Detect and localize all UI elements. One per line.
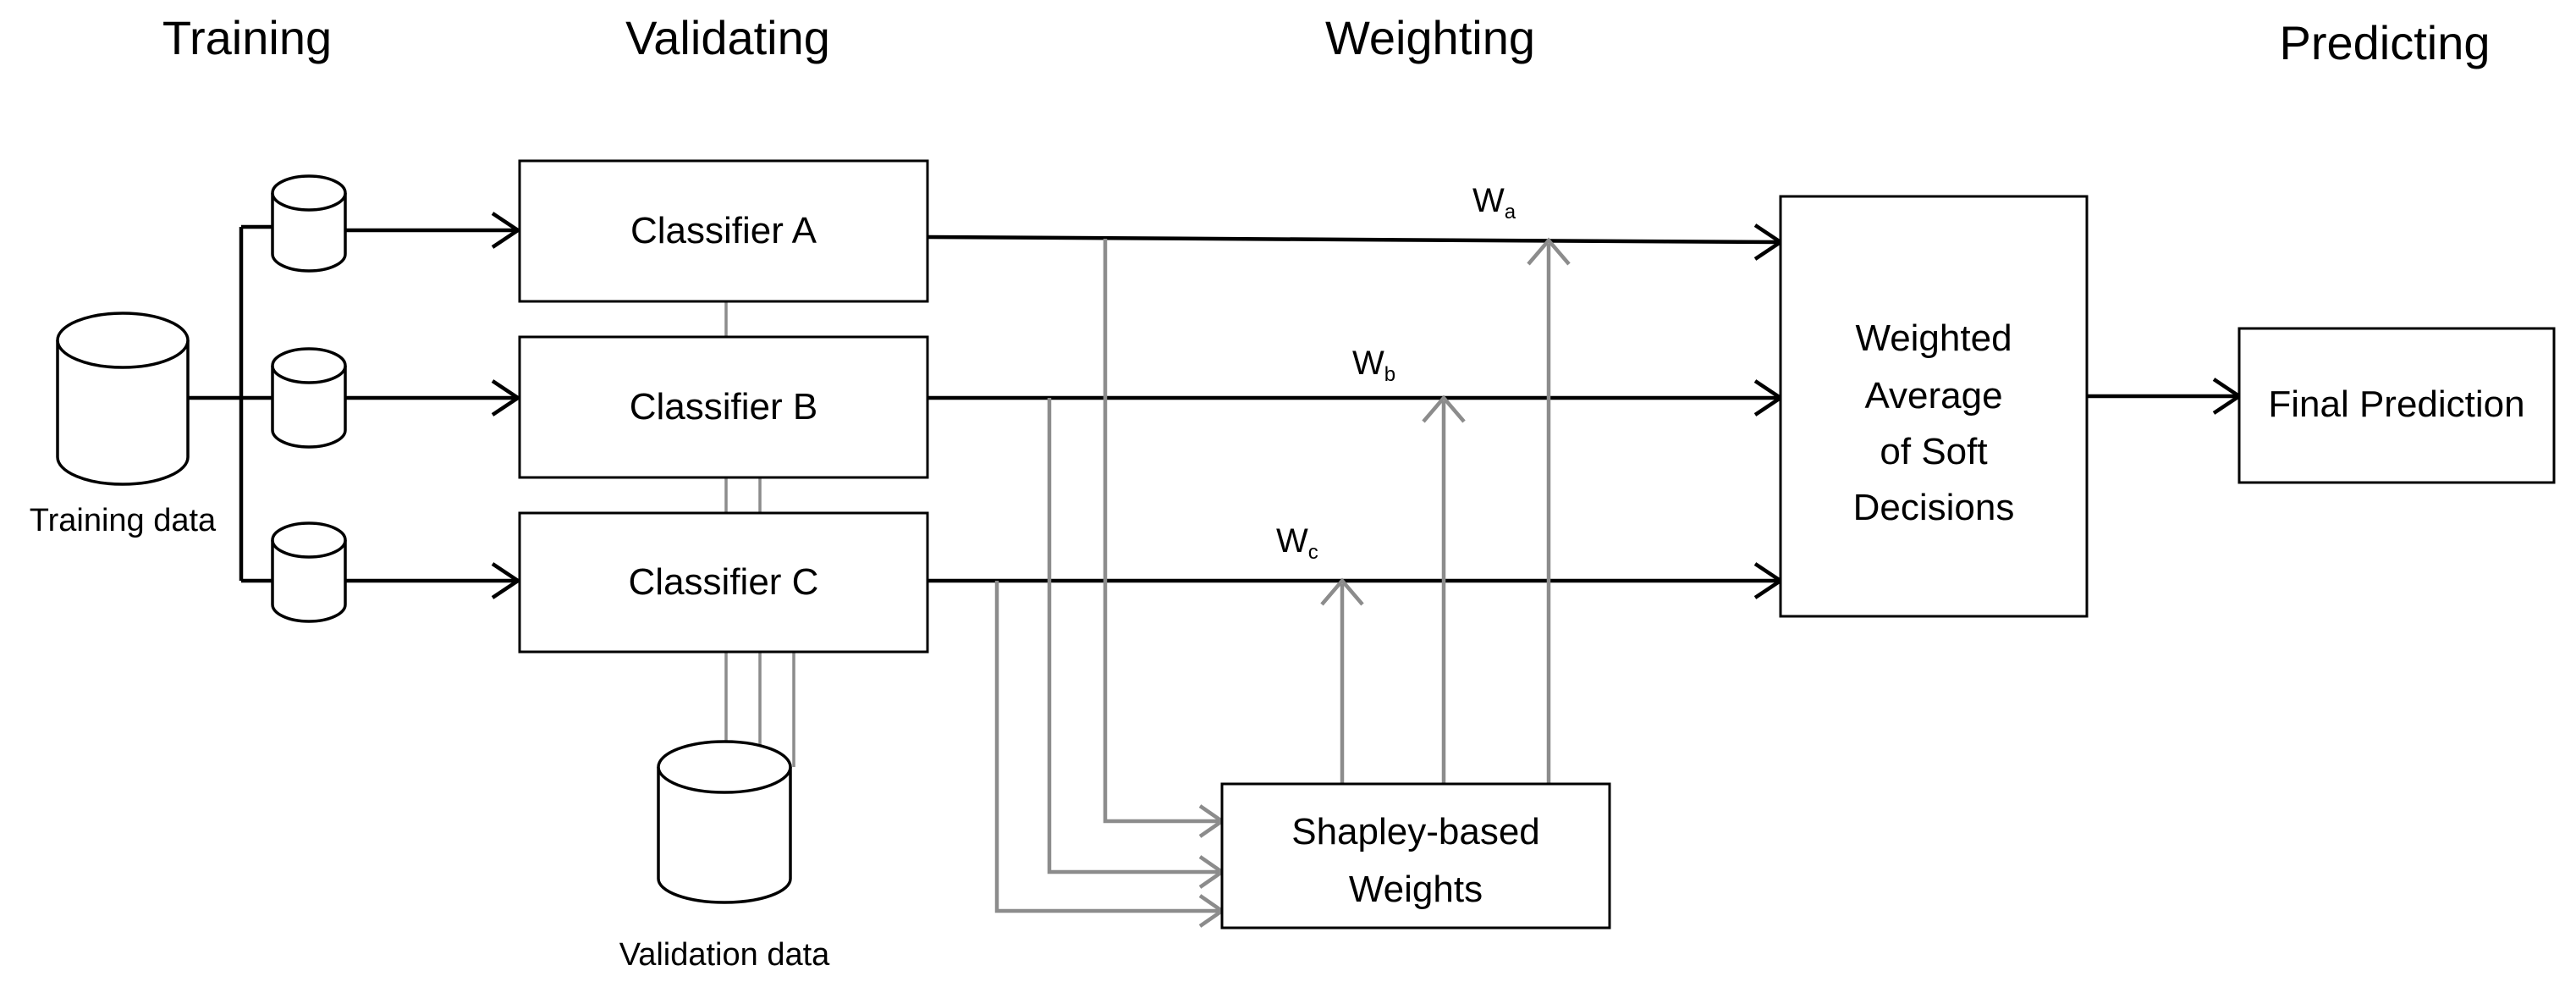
training-data-label: Training data bbox=[30, 503, 217, 538]
validation-data-label: Validation data bbox=[619, 937, 830, 973]
weight-c-label: Wc bbox=[1276, 522, 1318, 564]
final-prediction-box: Final Prediction bbox=[2237, 327, 2556, 484]
training-subset-cylinder-c bbox=[271, 521, 347, 623]
classifier-a-label: Classifier A bbox=[630, 210, 817, 251]
classifier-c-box: Classifier C bbox=[518, 511, 929, 654]
classifier-output-arrows bbox=[927, 223, 1785, 599]
training-split-lines bbox=[188, 224, 272, 583]
final-prediction-label: Final Prediction bbox=[2268, 383, 2524, 425]
phase-heading-validating: Validating bbox=[625, 11, 830, 64]
weighted-average-label-line4: Decisions bbox=[1853, 487, 2015, 528]
weighted-average-label-line3: of Soft bbox=[1880, 431, 1987, 472]
classifier-b-box: Classifier B bbox=[518, 335, 929, 479]
phase-heading-training: Training bbox=[162, 11, 332, 64]
shapley-weights-label-line1: Shapley-based bbox=[1291, 811, 1540, 852]
training-data-cylinder bbox=[56, 312, 190, 486]
subset-to-classifier-arrows bbox=[345, 212, 522, 599]
shapley-weights-box: Shapley-based Weights bbox=[1220, 782, 1611, 930]
phase-heading-weighting: Weighting bbox=[1325, 11, 1535, 64]
phase-heading-predicting: Predicting bbox=[2279, 16, 2490, 69]
weight-b-label: Wb bbox=[1352, 345, 1395, 386]
classifier-c-label: Classifier C bbox=[629, 561, 819, 603]
final-prediction-arrow bbox=[2087, 378, 2243, 415]
training-subset-cylinder-a bbox=[271, 174, 347, 273]
weighted-average-label-line2: Average bbox=[1864, 375, 2002, 417]
weight-output-arrows bbox=[1320, 237, 1571, 784]
training-subset-cylinder-b bbox=[271, 347, 347, 449]
weight-a-label: Wa bbox=[1472, 182, 1516, 223]
classifier-a-box: Classifier A bbox=[518, 159, 929, 303]
classifier-b-label: Classifier B bbox=[630, 386, 818, 428]
weighted-average-label-line1: Weighted bbox=[1855, 317, 2012, 359]
shapley-weights-label-line2: Weights bbox=[1349, 869, 1483, 910]
validation-data-cylinder bbox=[657, 740, 792, 904]
weighted-average-box: Weighted Average of Soft Decisions bbox=[1779, 195, 2089, 618]
